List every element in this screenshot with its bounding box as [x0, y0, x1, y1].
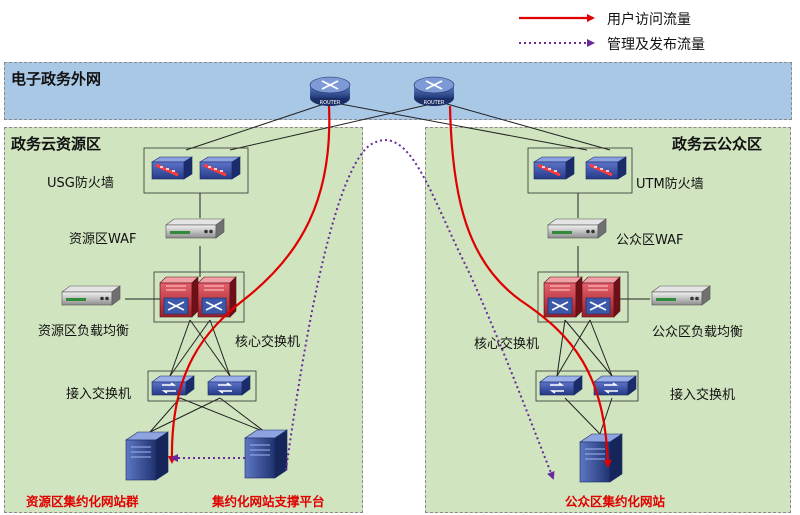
zone-public-title: 政务云公众区: [672, 135, 763, 153]
public-firewall-label: UTM防火墙: [636, 177, 704, 192]
access-switch-icon: [593, 375, 637, 396]
firewall-icon: [584, 155, 628, 181]
user-traffic-path-public: [448, 105, 612, 468]
public-access-label: 接入交换机: [670, 388, 736, 403]
public-server-label: 公众区集约化网站: [565, 494, 666, 509]
server-tower-icon: [125, 431, 169, 481]
resource-server2-label: 集约化网站支撑平台: [212, 494, 325, 509]
resource-access-label: 接入交换机: [66, 387, 132, 402]
public-lb-label: 公众区负载均衡: [652, 325, 744, 340]
firewall-group-box-resource: [143, 147, 249, 194]
core-group-box-resource: [153, 271, 245, 323]
access-switch-icon: [207, 375, 251, 396]
connection-lines: [125, 101, 650, 435]
zone-resource-area: [4, 127, 363, 513]
access-group-box-resource: [147, 370, 257, 402]
resource-firewall-label: USG防火墙: [47, 176, 114, 191]
public-core-label: 核心交换机: [474, 337, 540, 352]
appliance-icon: [651, 285, 711, 306]
server-tower-icon: [579, 433, 623, 483]
mgmt-traffic-path-publish: [285, 139, 555, 480]
zone-resource-title: 政务云资源区: [11, 135, 102, 153]
core-switch-icon: [581, 276, 621, 318]
public-waf-label: 公众区WAF: [616, 233, 684, 248]
zone-external-title: 电子政务外网: [11, 70, 102, 88]
core-switch-icon: [543, 276, 583, 318]
appliance-icon: [547, 218, 607, 239]
resource-core-label: 核心交换机: [235, 335, 301, 350]
appliance-icon: [165, 218, 225, 239]
firewall-icon: [150, 155, 194, 181]
resource-lb-label: 资源区负载均衡: [38, 324, 130, 339]
firewall-icon: [198, 155, 242, 181]
zone-external-network: [4, 62, 792, 120]
zone-public-area: [425, 127, 791, 513]
access-switch-icon: [539, 375, 583, 396]
core-switch-icon: [159, 276, 199, 318]
firewall-icon: [532, 155, 576, 181]
router-right-caption: ROUTER: [424, 100, 445, 106]
server-tower-icon: [244, 429, 288, 479]
core-group-box-public: [537, 271, 629, 323]
router-left-caption: ROUTER: [320, 100, 341, 106]
resource-waf-label: 资源区WAF: [69, 232, 137, 247]
user-traffic-path-resource: [167, 105, 331, 464]
firewall-group-box-public: [527, 147, 633, 194]
appliance-icon: [61, 285, 121, 306]
legend-user-traffic: 用户访问流量: [607, 12, 691, 28]
access-switch-icon: [151, 375, 195, 396]
resource-server1-label: 资源区集约化网站群: [26, 494, 139, 509]
legend-mgmt-traffic: 管理及发布流量: [607, 37, 705, 53]
